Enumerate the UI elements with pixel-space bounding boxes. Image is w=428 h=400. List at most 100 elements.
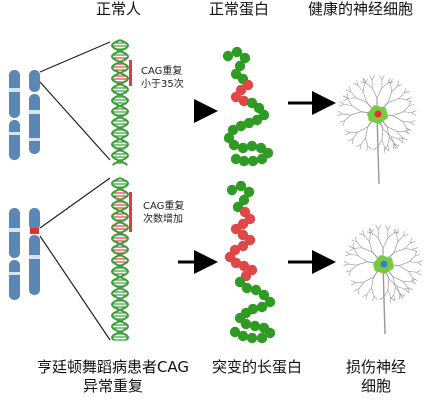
damaged-neuron [343,224,423,335]
dendrite [387,225,391,231]
dendrite [394,248,405,253]
dendrite [379,296,385,301]
dendrite [350,280,356,283]
amino-acid-bead [230,153,242,165]
amino-acid-bead [238,194,250,206]
header-healthy-neuron: 健康的神经细胞 [308,0,414,18]
dendrite [387,278,390,291]
dendrite [366,145,368,151]
dendrite [386,126,398,132]
dendrite [402,230,406,237]
dendrite [399,293,402,300]
amino-acid-bead [246,332,258,344]
dendrite [403,111,412,113]
dendrite [365,294,368,300]
amino-acid-bead [256,301,268,313]
dna-strand [111,39,129,166]
dendrite [354,288,360,292]
dendrite [361,247,373,253]
dendrite [389,137,395,144]
dendrite [350,91,357,98]
dendrite [396,131,403,138]
dendrite [401,137,407,141]
dendrite [364,78,369,84]
dendrite [339,101,345,105]
dendrite [416,271,422,276]
dendrite [390,136,399,140]
dendrite [403,105,410,112]
amino-acid-bead [237,240,249,252]
dendrite [370,228,375,234]
dendrite [355,97,367,103]
dendrite [367,145,372,150]
dendrite [344,104,352,106]
header-normal-protein: 正常蛋白 [209,0,270,18]
dendrite [404,90,410,94]
dendrite [387,91,393,103]
dendrite [365,126,368,139]
dendrite [409,255,416,262]
dendrite [363,235,370,242]
nucleus [374,110,382,118]
cag-expanded-label-1: CAG重复 [143,201,185,212]
dendrite [343,263,349,266]
dendrite [345,251,351,255]
dendrite [350,254,358,256]
amino-acid-bead [222,50,234,62]
dendrite [398,265,409,272]
dendrite [368,241,373,253]
dendrite [387,145,390,151]
zoom-lines [39,41,111,341]
dendrite [390,84,392,92]
footer-patient-line1: 亨廷顿舞蹈病患者CAG [36,358,190,376]
dendrite [416,270,422,273]
dendrite [404,131,410,135]
dendrite [373,146,379,151]
dna-helix-patient [111,177,129,341]
dendrite [396,286,405,290]
dendrite [387,77,391,84]
dendrite [406,97,412,100]
dendrite [402,121,407,129]
dendrite [409,237,413,244]
axon [382,263,386,335]
dendrite [387,232,395,239]
footer-patient-line2: 异常重复 [82,377,143,395]
amino-acid-bead [251,114,263,126]
dendrite [342,120,346,126]
dendrite [410,278,416,282]
amino-acid-bead [247,155,259,167]
dendrite [356,261,368,266]
dendrite [362,83,365,92]
footer-mutant-protein: 突变的长蛋白 [212,358,303,376]
dendrite [408,271,417,273]
amino-acid-bead [244,234,256,246]
dendrite [356,80,359,86]
dendrite [345,270,351,273]
dendrite [369,74,373,81]
dendrite [362,230,365,236]
dendrite [337,113,343,116]
amino-acid-bead [264,296,276,308]
dendrite [350,111,362,116]
amino-acid-bead [238,155,250,167]
dendrite [396,228,399,235]
dendrite [352,132,358,139]
dendrite [383,144,388,150]
dendrite [393,143,396,150]
dendrite [393,229,397,235]
dendrite [393,227,397,234]
dna-strand [111,39,129,166]
amino-acid-bead [237,330,249,342]
dendrite [414,250,417,257]
dendrite [410,240,416,244]
dendrite [404,248,413,250]
dendrite [344,254,351,257]
dendrite [404,128,410,132]
mutant-protein-chain [224,180,276,344]
dendrite [339,120,345,123]
amino-acid-bead [229,326,241,338]
dendrite [344,130,350,133]
dendrite [392,276,404,282]
dendrite [394,143,400,147]
